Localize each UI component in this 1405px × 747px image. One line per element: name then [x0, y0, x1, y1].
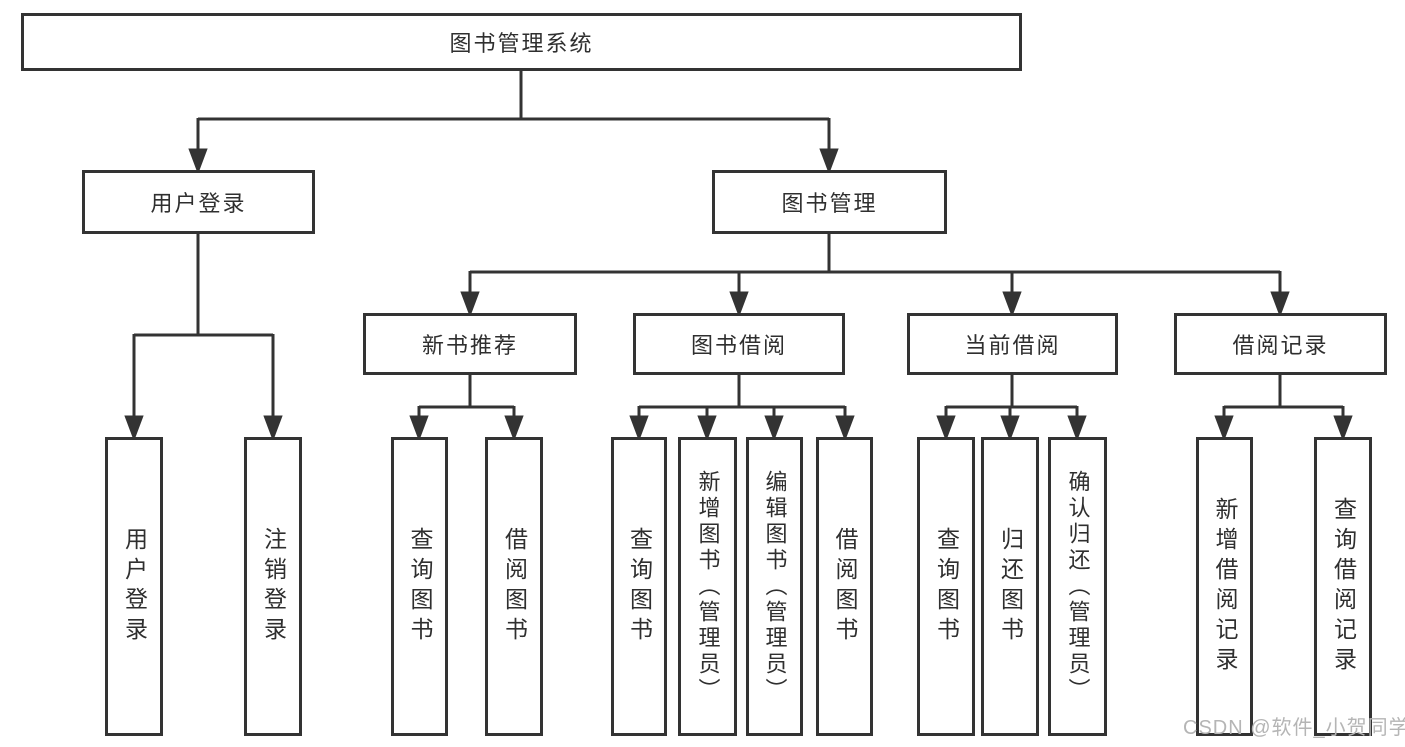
leaf-add-borrow-record-label: 新增借阅记录	[1212, 496, 1238, 677]
node-borrow-record-label: 借阅记录	[1232, 333, 1329, 358]
leaf-borrow-books-recommend: 借阅图书	[485, 437, 543, 736]
leaf-edit-books-admin-label: 编辑图书（管理员）	[762, 469, 788, 704]
leaf-edit-books-admin: 编辑图书（管理员）	[746, 437, 803, 736]
leaf-confirm-return-admin: 确认归还（管理员）	[1048, 437, 1107, 736]
leaf-confirm-return-admin-label: 确认归还（管理员）	[1065, 469, 1091, 704]
leaf-return-books: 归还图书	[981, 437, 1039, 736]
leaf-add-borrow-record: 新增借阅记录	[1196, 437, 1253, 736]
leaf-query-books-borrow: 查询图书	[611, 437, 667, 736]
leaf-logout-login: 注销登录	[244, 437, 302, 736]
node-book-borrow-label: 图书借阅	[690, 333, 787, 358]
node-new-book-recommend-label: 新书推荐	[421, 333, 518, 358]
node-new-book-recommend: 新书推荐	[363, 313, 577, 375]
connector-root-to-level2	[188, 70, 839, 175]
leaf-borrow-books-label: 借阅图书	[832, 526, 858, 647]
leaf-add-books-admin: 新增图书（管理员）	[678, 437, 737, 736]
node-user-login: 用户登录	[82, 170, 315, 234]
leaf-return-books-label: 归还图书	[997, 526, 1024, 647]
csdn-watermark: CSDN @软件_小贺同学	[1183, 717, 1405, 739]
leaf-query-books-current-label: 查询图书	[933, 526, 960, 647]
leaf-add-books-admin-label: 新增图书（管理员）	[695, 469, 721, 704]
connector-user-login-to-leaves	[124, 234, 283, 442]
node-borrow-record: 借阅记录	[1174, 313, 1387, 375]
node-user-login-label: 用户登录	[150, 191, 247, 216]
node-current-borrow: 当前借阅	[907, 313, 1118, 375]
node-library-management-system-label: 图书管理系统	[449, 31, 594, 56]
leaf-query-books-recommend: 查询图书	[391, 437, 448, 736]
node-book-management: 图书管理	[712, 170, 947, 234]
connector-current-borrow-to-leaves	[936, 374, 1087, 442]
node-book-borrow: 图书借阅	[633, 313, 845, 375]
connector-borrow-record-to-leaves	[1214, 374, 1353, 442]
leaf-user-login: 用户登录	[105, 437, 163, 736]
leaf-logout-login-label: 注销登录	[260, 526, 287, 647]
leaf-borrow-books: 借阅图书	[816, 437, 873, 736]
leaf-query-books-current: 查询图书	[917, 437, 975, 736]
node-current-borrow-label: 当前借阅	[964, 333, 1061, 358]
leaf-query-borrow-record-label: 查询借阅记录	[1330, 496, 1357, 677]
connector-book-borrow-to-leaves	[629, 374, 855, 442]
node-book-management-label: 图书管理	[781, 191, 878, 216]
leaf-query-books-borrow-label: 查询图书	[626, 526, 653, 647]
connector-new-book-to-leaves	[409, 374, 524, 442]
leaf-query-books-recommend-label: 查询图书	[407, 526, 433, 647]
leaf-user-login-label: 用户登录	[121, 526, 148, 647]
connector-book-management-to-level3	[460, 234, 1290, 318]
leaf-borrow-books-recommend-label: 借阅图书	[501, 526, 528, 647]
leaf-query-borrow-record: 查询借阅记录	[1314, 437, 1372, 736]
node-library-management-system: 图书管理系统	[21, 13, 1022, 71]
